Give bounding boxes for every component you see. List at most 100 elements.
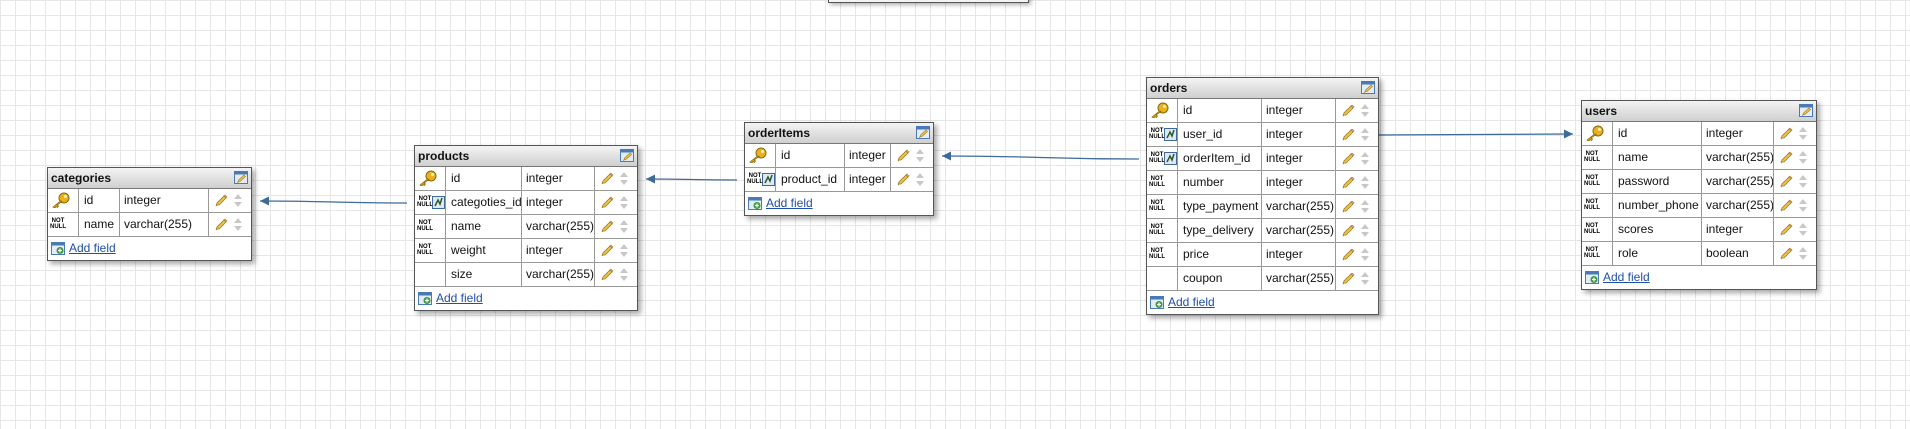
field-actions: [595, 215, 637, 238]
edit-field-pencil-icon[interactable]: [1341, 151, 1355, 165]
move-field-updown-icon[interactable]: [619, 219, 629, 234]
relation-arrowhead: [942, 151, 951, 161]
add-field-icon[interactable]: [51, 242, 65, 255]
move-field-updown-icon[interactable]: [619, 243, 629, 258]
field-actions: [891, 144, 933, 167]
primary-key-icon: [1585, 125, 1605, 142]
foreign-key-icon: [432, 196, 445, 209]
edit-field-pencil-icon[interactable]: [896, 172, 910, 186]
foreign-key-icon: [1164, 152, 1177, 165]
move-field-updown-icon[interactable]: [915, 172, 925, 187]
relation-line: [941, 155, 1140, 160]
table-name: users: [1585, 104, 1618, 118]
field-actions: [1774, 122, 1816, 145]
field-type: integer: [1262, 171, 1336, 194]
move-field-updown-icon[interactable]: [1798, 246, 1808, 261]
move-field-updown-icon[interactable]: [1360, 223, 1370, 238]
move-field-updown-icon[interactable]: [915, 148, 925, 163]
edit-field-pencil-icon[interactable]: [1341, 127, 1355, 141]
add-field-icon[interactable]: [1585, 271, 1599, 284]
edit-field-pencil-icon[interactable]: [896, 148, 910, 162]
move-field-updown-icon[interactable]: [1798, 126, 1808, 141]
edit-table-icon[interactable]: [916, 126, 930, 139]
table-footer: Add field: [1147, 291, 1378, 314]
edit-field-pencil-icon[interactable]: [1341, 247, 1355, 261]
edit-field-pencil-icon[interactable]: [1341, 103, 1355, 117]
move-field-updown-icon[interactable]: [1360, 247, 1370, 262]
edit-field-pencil-icon[interactable]: [1341, 223, 1355, 237]
add-field-icon[interactable]: [418, 292, 432, 305]
edit-field-pencil-icon[interactable]: [600, 267, 614, 281]
move-field-updown-icon[interactable]: [1798, 150, 1808, 165]
add-field-link[interactable]: Add field: [69, 241, 116, 255]
add-field-icon[interactable]: [1150, 296, 1164, 309]
add-field-icon[interactable]: [748, 197, 762, 210]
edit-field-pencil-icon[interactable]: [1779, 150, 1793, 164]
move-field-updown-icon[interactable]: [233, 193, 243, 208]
field-actions: [1774, 170, 1816, 193]
edit-field-pencil-icon[interactable]: [1341, 175, 1355, 189]
move-field-updown-icon[interactable]: [1360, 103, 1370, 118]
edit-table-icon[interactable]: [1799, 104, 1813, 117]
field-type: varchar(255): [522, 263, 595, 286]
move-field-updown-icon[interactable]: [1360, 199, 1370, 214]
edit-field-pencil-icon[interactable]: [600, 243, 614, 257]
edit-field-pencil-icon[interactable]: [1779, 246, 1793, 260]
move-field-updown-icon[interactable]: [1798, 174, 1808, 189]
field-flags: [415, 263, 446, 286]
edit-field-pencil-icon[interactable]: [214, 193, 228, 207]
edit-field-pencil-icon[interactable]: [600, 219, 614, 233]
move-field-updown-icon[interactable]: [233, 217, 243, 232]
move-field-updown-icon[interactable]: [619, 195, 629, 210]
add-field-link[interactable]: Add field: [1168, 295, 1215, 309]
move-field-updown-icon[interactable]: [619, 267, 629, 282]
field-actions: [1336, 219, 1378, 242]
table-footer: Add field: [415, 287, 637, 310]
edit-field-pencil-icon[interactable]: [1779, 126, 1793, 140]
add-field-link[interactable]: Add field: [436, 291, 483, 305]
field-actions: [1336, 123, 1378, 146]
field-type: integer: [522, 239, 595, 262]
field-type: varchar(255): [1702, 170, 1774, 193]
field-type: integer: [1702, 122, 1774, 145]
edit-field-pencil-icon[interactable]: [1341, 271, 1355, 285]
field-actions: [595, 191, 637, 214]
edit-table-icon[interactable]: [1361, 81, 1375, 94]
field-name: categoties_id: [446, 191, 522, 214]
primary-key-icon: [748, 147, 768, 164]
add-field-link[interactable]: Add field: [766, 196, 813, 210]
move-field-updown-icon[interactable]: [1360, 175, 1370, 190]
move-field-updown-icon[interactable]: [619, 171, 629, 186]
move-field-updown-icon[interactable]: [1360, 127, 1370, 142]
edit-field-pencil-icon[interactable]: [1779, 198, 1793, 212]
move-field-updown-icon[interactable]: [1360, 151, 1370, 166]
table-name: orders: [1150, 81, 1188, 95]
edit-field-pencil-icon[interactable]: [214, 217, 228, 231]
edit-field-pencil-icon[interactable]: [1779, 222, 1793, 236]
add-field-link[interactable]: Add field: [1603, 270, 1650, 284]
field-actions: [1774, 194, 1816, 217]
edit-field-pencil-icon[interactable]: [600, 195, 614, 209]
field-flags: [1582, 122, 1613, 145]
edit-field-pencil-icon[interactable]: [1341, 199, 1355, 213]
edit-table-icon[interactable]: [234, 171, 248, 184]
field-actions: [1336, 195, 1378, 218]
edit-field-pencil-icon[interactable]: [1779, 174, 1793, 188]
field-type: varchar(255): [1262, 219, 1336, 242]
move-field-updown-icon[interactable]: [1798, 222, 1808, 237]
field-name: product_id: [776, 168, 845, 191]
edit-field-pencil-icon[interactable]: [600, 171, 614, 185]
move-field-updown-icon[interactable]: [1798, 198, 1808, 213]
edit-table-icon[interactable]: [620, 149, 634, 162]
move-field-updown-icon[interactable]: [1360, 271, 1370, 286]
